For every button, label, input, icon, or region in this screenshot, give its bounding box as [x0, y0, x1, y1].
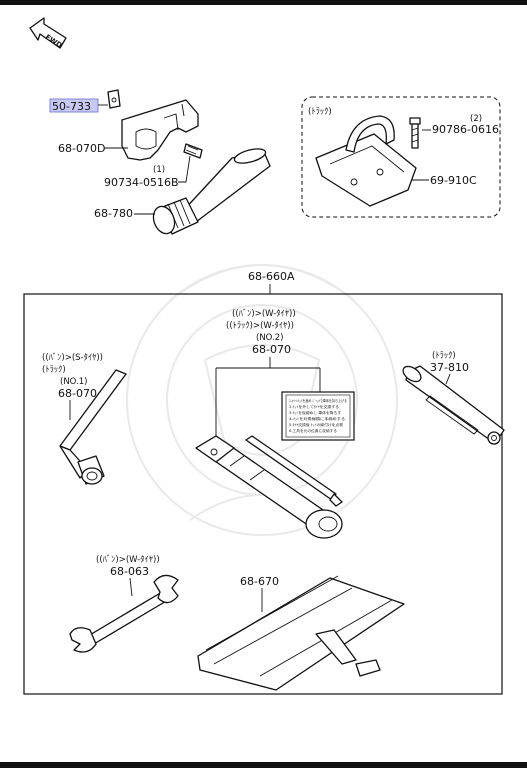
card-line-4: 4.ﾅｯﾄを対角線順に本締めする — [289, 416, 345, 421]
l-wheel-wrench-icon — [59, 369, 127, 485]
part-90734-label: 90734-0516B — [104, 176, 179, 189]
bag-68-670-label: 68-670 — [240, 575, 279, 588]
part-90786-qty: (2) — [470, 114, 482, 124]
truck-box-label: (ﾄﾗｯｸ) — [308, 107, 332, 117]
top-border-bar — [0, 0, 527, 5]
jack-handle-68-780-icon — [152, 148, 271, 235]
instruction-card — [281, 391, 355, 441]
wrench-variant-line3: (NO.1) — [60, 377, 87, 387]
spanner-68-063-label: 68-063 — [110, 565, 149, 578]
part-50-733-label: 50-733 — [52, 100, 91, 113]
part-90786-label: 90786-0616 — [432, 123, 499, 136]
part-68-780-label: 68-780 — [94, 207, 133, 220]
part-90734-qty: (1) — [153, 165, 165, 175]
part-69-910C-label: 69-910C — [430, 174, 477, 187]
card-line-6: 6.工具を元の位置に収納する — [289, 428, 337, 433]
fwd-arrow-icon: FWD — [29, 17, 67, 50]
part-68-070D-label: 68-070D — [58, 142, 105, 155]
leader-90734 — [178, 155, 191, 183]
watermark-crest — [126, 264, 398, 536]
leader-37-810 — [445, 373, 451, 385]
center-68-070-label: 68-070 — [252, 343, 291, 356]
center-variant-line1: ((ﾊﾞﾝ)>(W-ﾀｲﾔ)) — [232, 309, 296, 319]
card-line-5: 5.ﾀｲﾔ交換後 ﾅｯﾄの締付けを点検 — [289, 422, 344, 427]
leader-68-063 — [129, 577, 133, 597]
bolt-90734-icon — [183, 143, 203, 159]
leader-center-68-070 — [215, 357, 321, 440]
wrench-68-070-label: 68-070 — [58, 387, 97, 400]
socket-wrench-icon — [195, 435, 343, 539]
center-variant-line2: ((ﾄﾗｯｸ)>(W-ﾀｲﾔ)) — [226, 321, 294, 331]
card-line-2: 2.ﾅｯﾄを外してﾀｲﾔを交換する — [289, 404, 339, 409]
bottom-border-bar — [0, 762, 527, 768]
wrench-variant-line1: ((ﾊﾞﾝ)>(S-ﾀｲﾔ)) — [42, 353, 103, 363]
part-50-733-highlight — [49, 98, 99, 113]
truck-tool-37-810-label: 37-810 — [430, 361, 469, 374]
center-variant-line3: (NO.2) — [256, 333, 283, 343]
tommy-bar-icon — [245, 435, 343, 507]
wrench-variant-line2: (ﾄﾗｯｸ) — [42, 365, 66, 375]
clip-50-733-icon — [107, 89, 121, 109]
truck-tool-variant: (ﾄﾗｯｸ) — [432, 351, 456, 361]
part-68-660A-label: 68-660A — [248, 270, 295, 283]
spanner-variant: ((ﾊﾞﾝ)>(W-ﾀｲﾔ)) — [96, 555, 160, 565]
tool-bracket-68-070D-icon — [121, 99, 199, 161]
spanner-68-063-icon — [69, 574, 179, 653]
lug-tool-37-810-icon — [402, 365, 505, 445]
bolt-90786-icon — [409, 117, 421, 149]
card-line-1: 1.ﾎｲｰﾙﾅｯﾄを緩め ｼﾞｬｯｷで車体を持ち上げる — [289, 398, 347, 403]
tool-kit-68-660A-box — [23, 293, 503, 695]
card-line-3: 3.ﾅｯﾄを仮締めし 車体を降ろす — [289, 410, 341, 415]
tool-bag-68-670-icon — [197, 575, 405, 691]
bracket-69-910C-icon — [315, 115, 417, 207]
